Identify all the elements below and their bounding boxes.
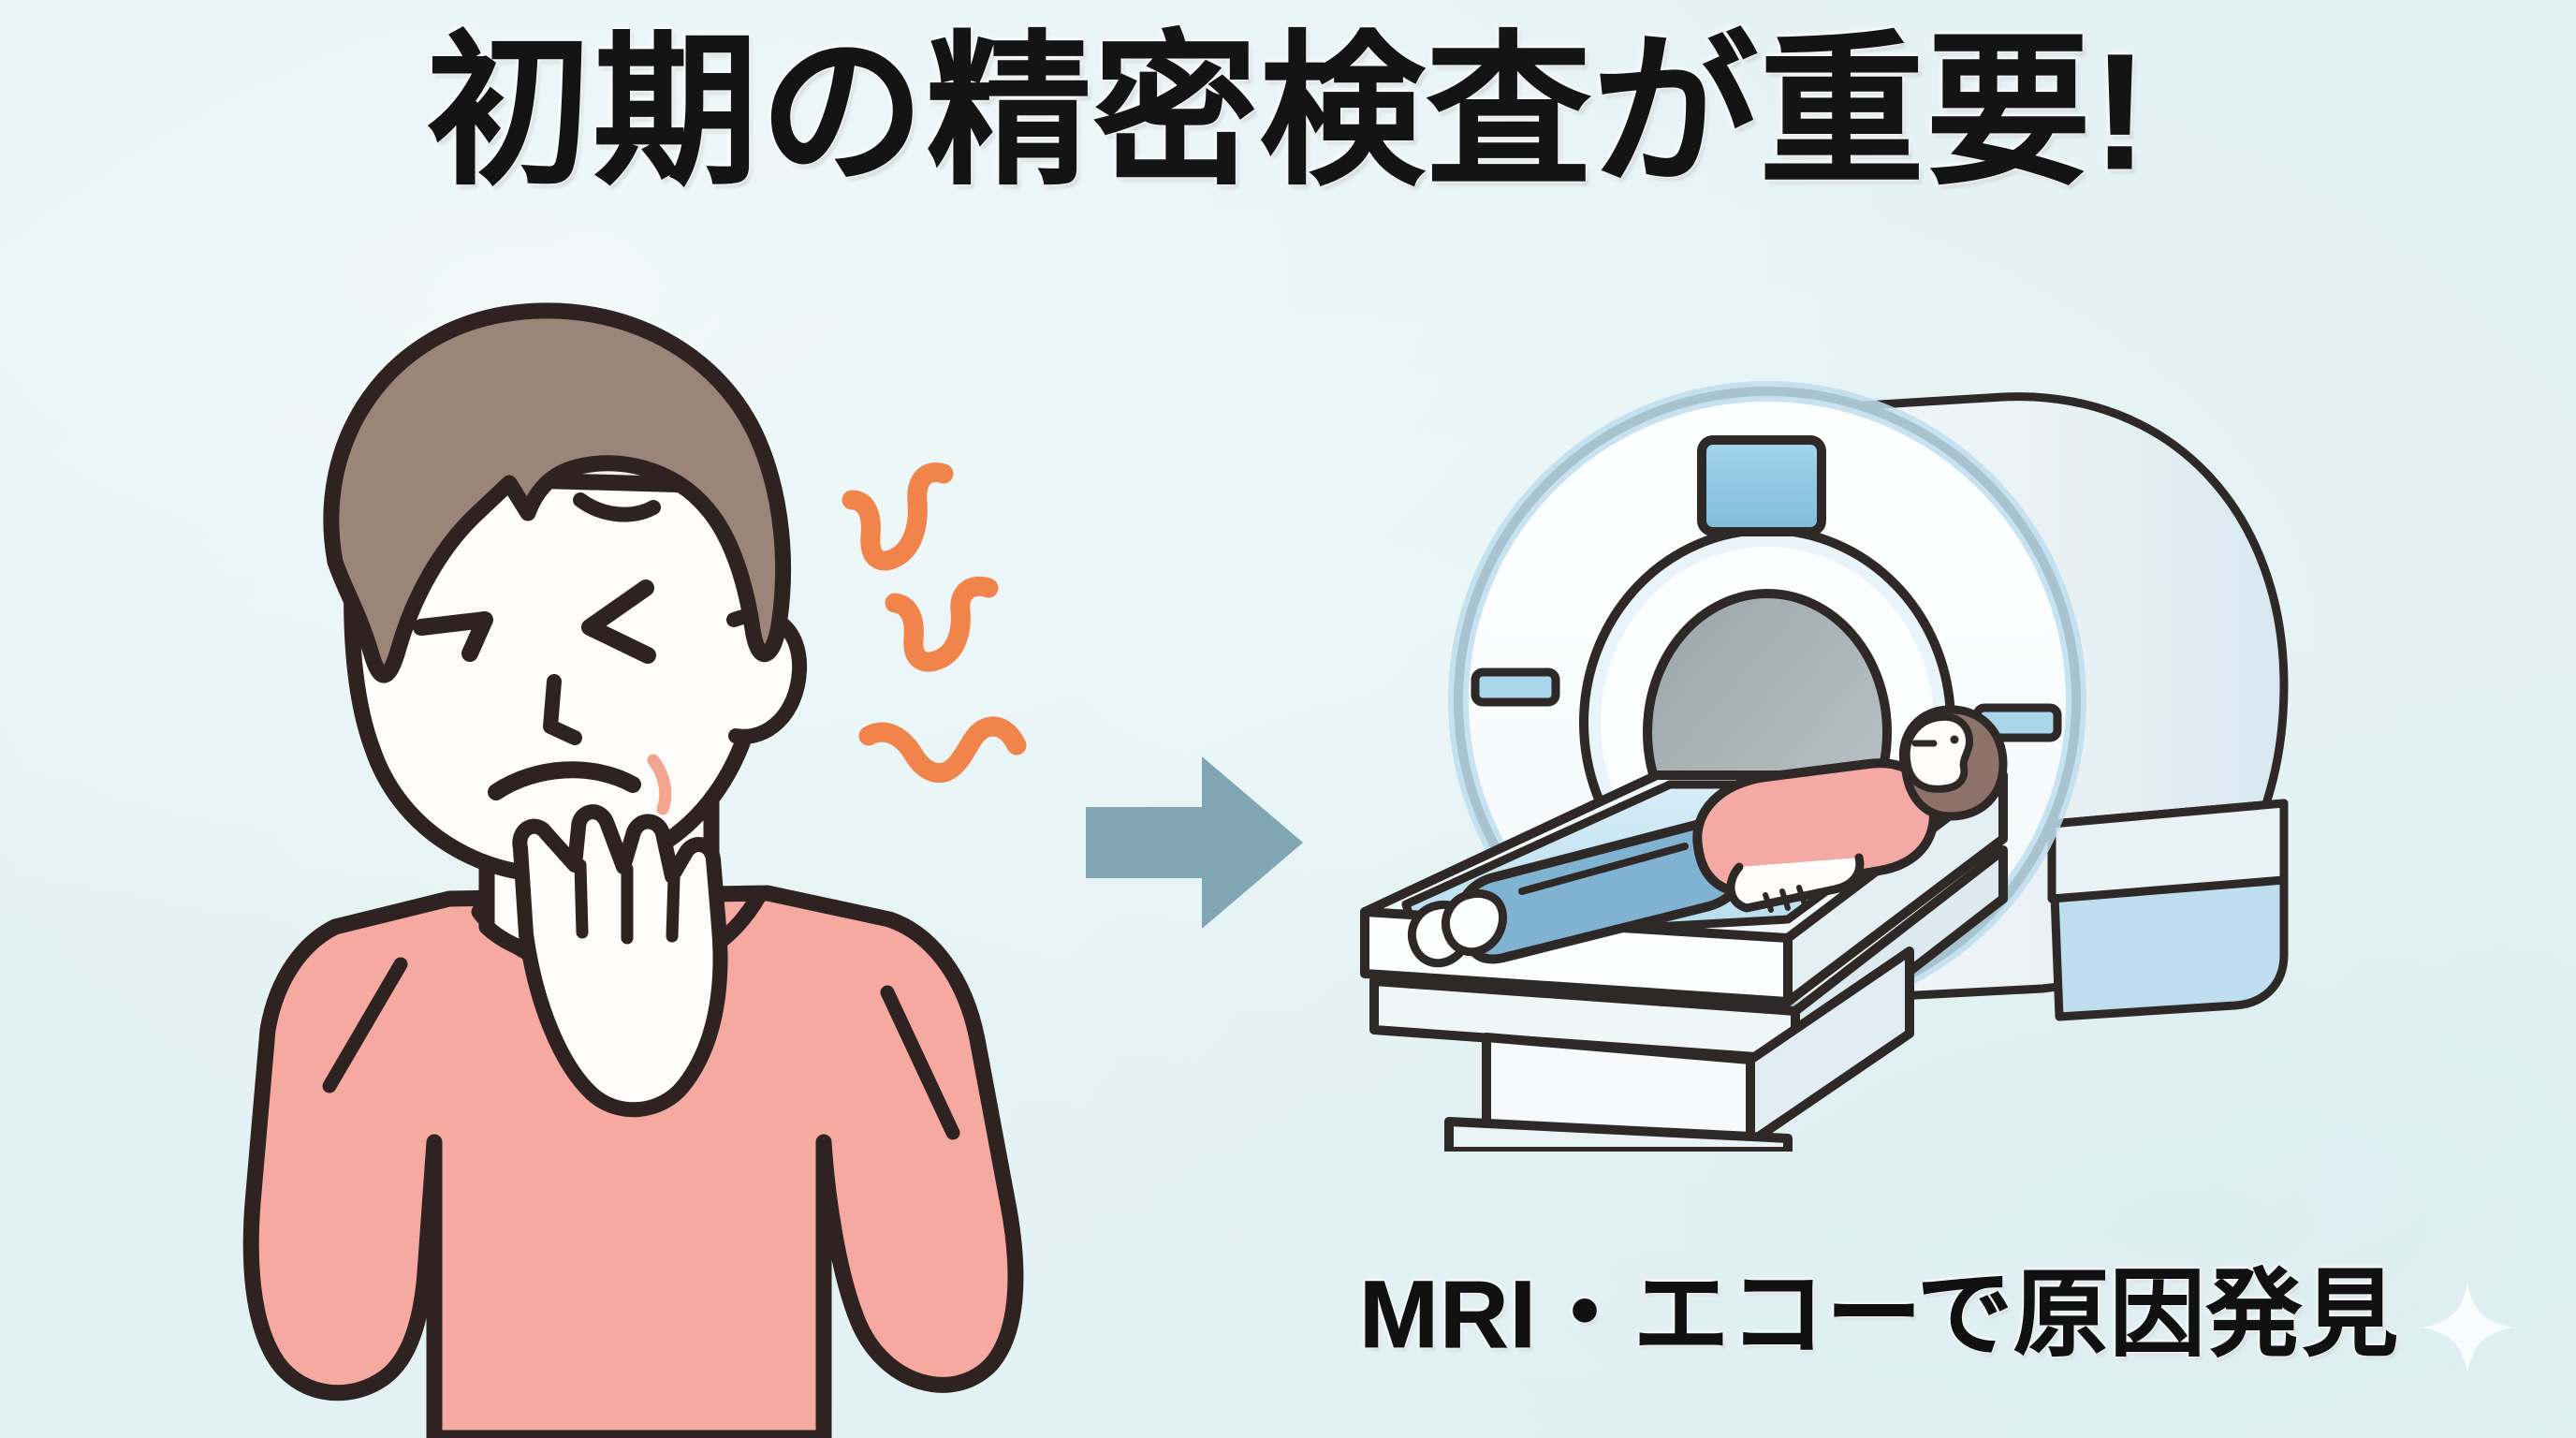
cheek-blush bbox=[647, 754, 672, 815]
right-arrow-icon bbox=[1086, 756, 1303, 929]
shirt bbox=[242, 885, 1024, 1438]
patient-face bbox=[1902, 712, 1974, 793]
hand bbox=[512, 804, 728, 1118]
four-point-star-icon bbox=[2422, 1283, 2512, 1372]
hair bbox=[323, 302, 792, 683]
mri-scanner-illustration bbox=[1360, 381, 2289, 1152]
page-title: 初期の精密検査が重要! bbox=[426, 21, 2150, 204]
mouth bbox=[488, 761, 641, 800]
pain-squiggle-3 bbox=[858, 716, 1027, 784]
eyebrow-left bbox=[413, 611, 493, 662]
nose bbox=[543, 674, 582, 745]
mri-display-panel bbox=[1697, 435, 1826, 536]
eyebrow-right bbox=[581, 580, 656, 664]
pain-squiggle-1 bbox=[842, 462, 954, 571]
patient-on-table bbox=[1408, 705, 2008, 968]
head bbox=[323, 302, 808, 883]
pain-squiggle-2 bbox=[885, 576, 999, 672]
man-with-neck-pain-illustration bbox=[242, 302, 1027, 1438]
caption-text: MRI・エコーで原因発見 bbox=[1359, 1261, 2399, 1369]
forehead-wrinkle bbox=[573, 492, 661, 522]
pain-squiggles bbox=[842, 462, 1027, 784]
mri-indicator-left bbox=[1471, 668, 1560, 707]
